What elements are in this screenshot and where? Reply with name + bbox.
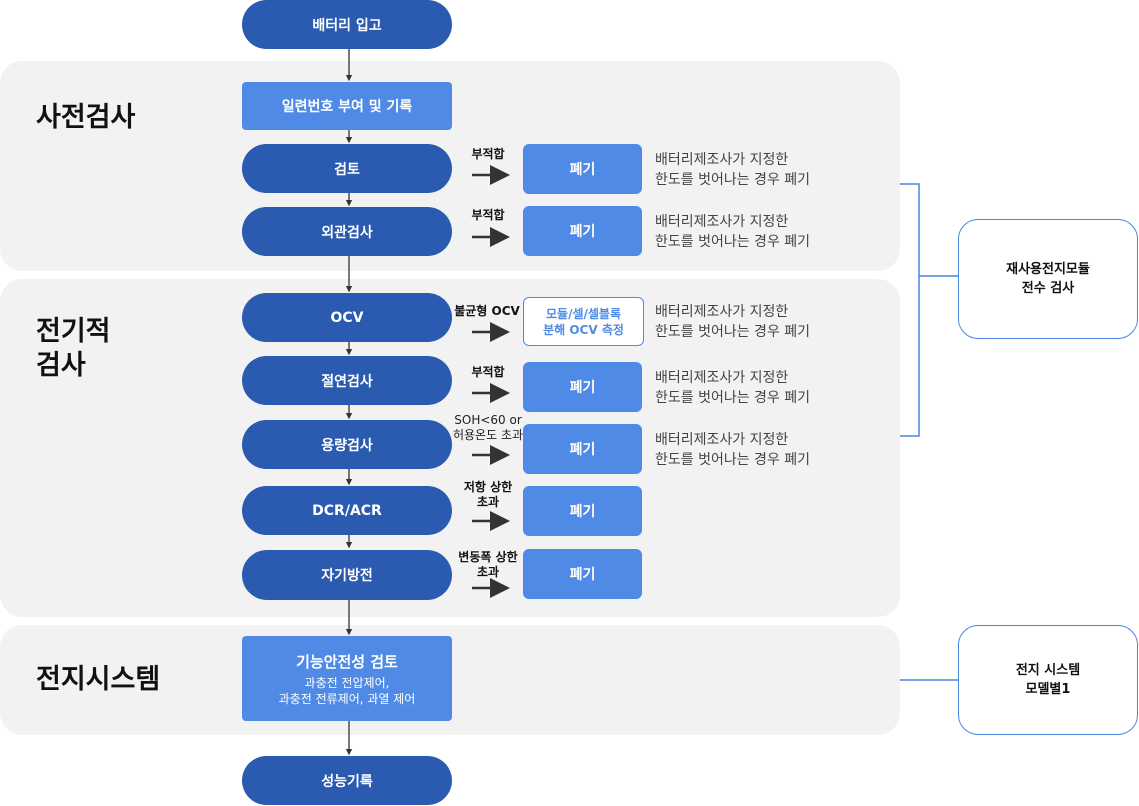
step-self-discharge: 자기방전 [242, 550, 452, 600]
step-review: 검토 [242, 144, 452, 193]
condition-review: 부적합 [471, 147, 505, 161]
discard-box: 폐기 [523, 206, 642, 256]
step-safety: 기능안전성 검토 과충전 전압제어, 과충전 전류제어, 과열 제어 [242, 636, 452, 721]
discard-description: 배터리제조사가 지정한 한도를 벗어나는 경우 폐기 [655, 214, 811, 250]
section-title-system: 전지시스템 [36, 664, 161, 695]
step-capacity: 용량검사 [242, 420, 452, 469]
condition-dcr: 저항 상한 초과 [463, 480, 513, 509]
discard-description: 배터리제조사가 지정한 한도를 벗어나는 경우 폐기 [655, 432, 811, 468]
step-battery-intake: 배터리 입고 [242, 0, 452, 49]
discard-box: 폐기 [523, 144, 642, 194]
discard-description: 배터리제조사가 지정한 한도를 벗어나는 경우 폐기 [655, 370, 811, 406]
discard-box: 폐기 [523, 424, 642, 474]
discard-description: 배터리제조사가 지정한 한도를 벗어나는 경우 폐기 [655, 152, 811, 188]
discard-box: 폐기 [523, 362, 642, 412]
side-box-reuse-inspection: 재사용전지모듈 전수 검사 [958, 219, 1138, 339]
safety-detail: 과충전 전압제어, 과충전 전류제어, 과열 제어 [278, 675, 416, 706]
step-serial: 일련번호 부여 및 기록 [242, 82, 452, 130]
step-performance-record: 성능기록 [242, 756, 452, 805]
condition-ocv: 불균형 OCV [454, 304, 520, 318]
section-title-pre: 사전검사 [36, 102, 136, 133]
side-box-system-model: 전지 시스템 모델별1 [958, 625, 1138, 735]
step-visual: 외관검사 [242, 207, 452, 256]
section-title-electrical: 전기적 검사 [36, 316, 111, 381]
condition-self-discharge: 변동폭 상한 초과 [458, 550, 518, 579]
condition-capacity: SOH<60 or 허용온도 초과 [452, 413, 524, 442]
condition-insulation: 부적합 [471, 365, 505, 379]
discard-box: 폐기 [523, 549, 642, 599]
discard-box: 폐기 [523, 486, 642, 536]
step-insulation: 절연검사 [242, 356, 452, 405]
discard-description: 배터리제조사가 지정한 한도를 벗어나는 경우 폐기 [655, 304, 811, 340]
ocv-disassembly-box: 모듈/셀/셀블록 분해 OCV 측정 [523, 297, 644, 346]
safety-title: 기능안전성 검토 [296, 652, 398, 671]
condition-visual: 부적합 [471, 208, 505, 222]
step-dcr: DCR/ACR [242, 486, 452, 535]
step-ocv: OCV [242, 293, 452, 342]
